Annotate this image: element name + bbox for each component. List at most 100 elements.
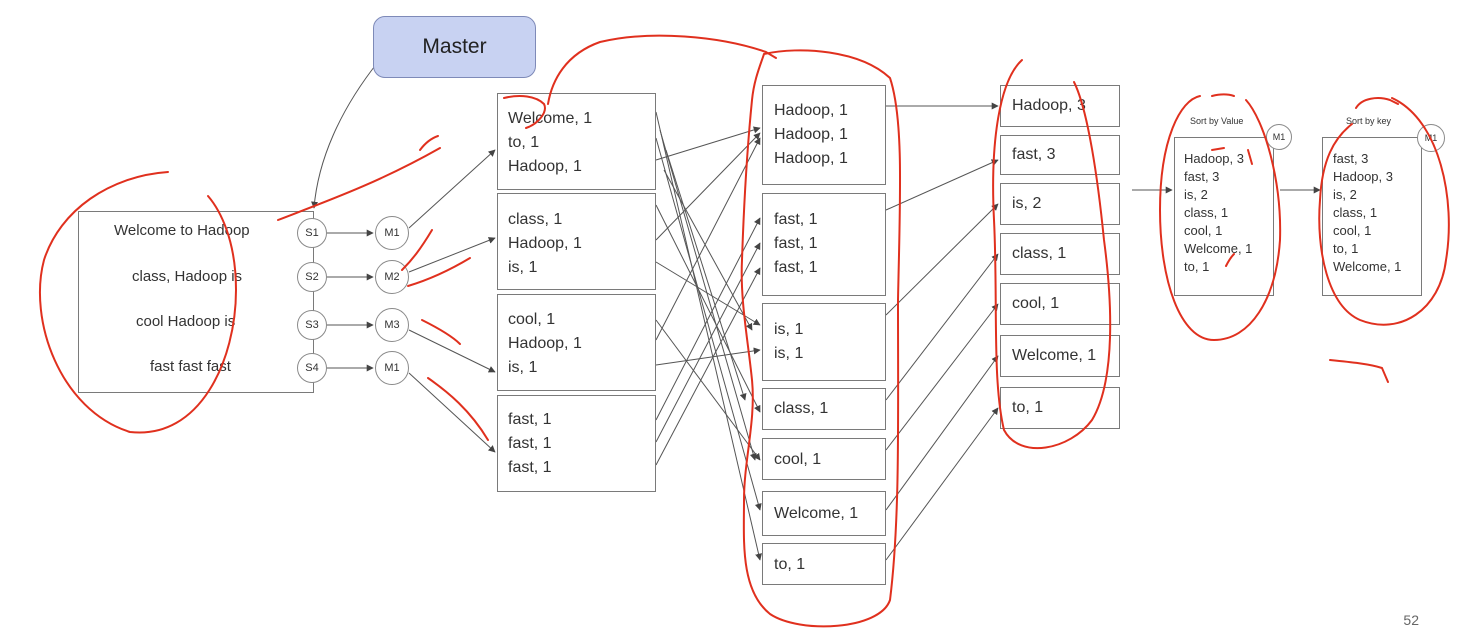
shuffle-line-5 xyxy=(655,137,762,511)
reduce-line-welcome: Welcome, 1 xyxy=(1012,347,1097,364)
shuffle-line-15 xyxy=(663,169,753,331)
split-node-s1: S1 xyxy=(297,218,327,248)
shuffle-group-hadoop xyxy=(762,85,886,185)
kv-line: fast, 1 xyxy=(774,259,818,276)
kv-line: to, 1 xyxy=(1184,259,1210,274)
kv-line: Hadoop, 1 xyxy=(508,335,582,352)
shuffle-line-9 xyxy=(655,319,761,461)
shuffle-line-14 xyxy=(665,149,747,401)
sort-by-value-title: Sort by Value xyxy=(1190,116,1244,126)
master-connector xyxy=(311,61,379,209)
map-output-box-3 xyxy=(497,294,656,391)
kv-line: fast, 3 xyxy=(1184,169,1220,184)
reduce-output-cool xyxy=(1000,283,1120,325)
kv-line: fast, 1 xyxy=(508,435,552,452)
reduce-line-fast: fast, 3 xyxy=(1012,146,1056,163)
kv-line: cool, 1 xyxy=(1184,223,1223,238)
reduce-line-to: to, 1 xyxy=(1012,399,1044,416)
shuffle-lines-cool: cool, 1 xyxy=(774,448,821,472)
shuffle-group-is xyxy=(762,303,886,381)
reduce-arrow-fast xyxy=(885,159,999,211)
input-line-4: fast fast fast xyxy=(150,358,231,375)
mapper-id: M2 xyxy=(384,271,400,283)
kv-line: cool, 1 xyxy=(508,311,556,328)
annotation-stroke-1 xyxy=(38,171,238,434)
shuffle-lines-class: class, 1 xyxy=(774,397,828,421)
split-node-s2: S2 xyxy=(297,262,327,292)
reduce-line-is: is, 2 xyxy=(1012,195,1042,212)
shuffle-group-fast xyxy=(762,193,886,296)
sort-by-key-lines: fast, 3 Hadoop, 3 is, 2 class, 1 cool, 1… xyxy=(1333,150,1401,276)
annotation-stroke-16 xyxy=(1329,359,1389,383)
mapper-to-output-arrow-2 xyxy=(408,237,496,273)
shuffle-line-8 xyxy=(655,347,761,366)
kv-line: class, 1 xyxy=(508,211,563,228)
annotation-stroke-7 xyxy=(427,377,489,441)
shuffle-line-13 xyxy=(659,129,757,461)
kv-line: is, 1 xyxy=(774,321,804,338)
mapper-to-output-arrow-3 xyxy=(408,329,496,373)
kv-line: is, 1 xyxy=(508,359,538,376)
split-id: S1 xyxy=(305,227,319,239)
shuffle-group-to xyxy=(762,543,886,585)
annotation-stroke-14 xyxy=(1355,97,1399,109)
split-id: S2 xyxy=(305,271,319,283)
shuffle-line-2 xyxy=(655,132,761,241)
map-output-lines-4: fast, 1 fast, 1 fast, 1 xyxy=(508,408,552,480)
mapper-id: M1 xyxy=(384,362,400,374)
kv-line: fast, 1 xyxy=(774,211,818,228)
sort-by-value-box xyxy=(1174,137,1274,296)
map-output-lines-2: class, 1 Hadoop, 1 is, 1 xyxy=(508,208,582,280)
mapper-node-3: M3 xyxy=(375,308,409,342)
input-splits-box xyxy=(78,211,314,393)
kv-line: Hadoop, 1 xyxy=(508,158,582,175)
map-output-box-2 xyxy=(497,193,656,290)
annotation-stroke-6 xyxy=(421,319,461,345)
reduce-line-cool: cool, 1 xyxy=(1012,295,1060,312)
reduce-output-hadoop xyxy=(1000,85,1120,127)
annotation-stroke-3 xyxy=(419,135,439,151)
mapper-node-4: M1 xyxy=(375,351,409,385)
kv-line: class, 1 xyxy=(1333,205,1378,220)
master-node: Master xyxy=(373,16,536,78)
shuffle-line-6 xyxy=(655,204,761,413)
kv-line: is, 2 xyxy=(1184,187,1208,202)
kv-line: Hadoop, 1 xyxy=(774,150,848,167)
reduce-output-to xyxy=(1000,387,1120,429)
shuffle-line-7 xyxy=(655,261,761,326)
annotation-stroke-2 xyxy=(277,147,441,221)
annotation-stroke-19 xyxy=(1225,253,1235,267)
sort-by-value-mapper: M1 xyxy=(1266,124,1292,150)
sort-by-key-box xyxy=(1322,137,1422,296)
kv-line: to, 1 xyxy=(774,556,806,573)
mapper-id: M1 xyxy=(384,227,400,239)
annotation-stroke-5 xyxy=(407,257,471,287)
kv-line: fast, 3 xyxy=(1333,151,1369,166)
annotation-stroke-17 xyxy=(1247,149,1253,165)
kv-line: fast, 1 xyxy=(774,235,818,252)
annotation-stroke-12 xyxy=(1158,95,1282,342)
reduce-output-class xyxy=(1000,233,1120,275)
kv-line: cool, 1 xyxy=(1333,223,1372,238)
page-number: 52 xyxy=(1403,612,1419,628)
sort-by-key-title: Sort by key xyxy=(1346,116,1392,126)
master-label: Master xyxy=(422,35,487,58)
kv-line: Hadoop, 1 xyxy=(508,235,582,252)
annotation-stroke-13 xyxy=(1211,93,1235,97)
split-node-s3: S3 xyxy=(297,310,327,340)
reduce-arrow-class xyxy=(885,253,999,401)
annotation-stroke-18 xyxy=(1211,147,1225,151)
kv-line: cool, 1 xyxy=(774,451,822,468)
kv-line: class, 1 xyxy=(1184,205,1229,220)
input-line-2: class, Hadoop is xyxy=(132,268,243,285)
kv-line: fast, 1 xyxy=(508,411,552,428)
reduce-output-fast xyxy=(1000,135,1120,175)
kv-line: class, 1 xyxy=(774,400,829,417)
input-line-1: Welcome to Hadoop xyxy=(114,222,250,239)
kv-line: Welcome, 1 xyxy=(1333,259,1402,274)
mapper-id: M3 xyxy=(384,319,400,331)
reduce-arrow-cool xyxy=(885,303,999,451)
map-output-box-1 xyxy=(497,93,656,190)
